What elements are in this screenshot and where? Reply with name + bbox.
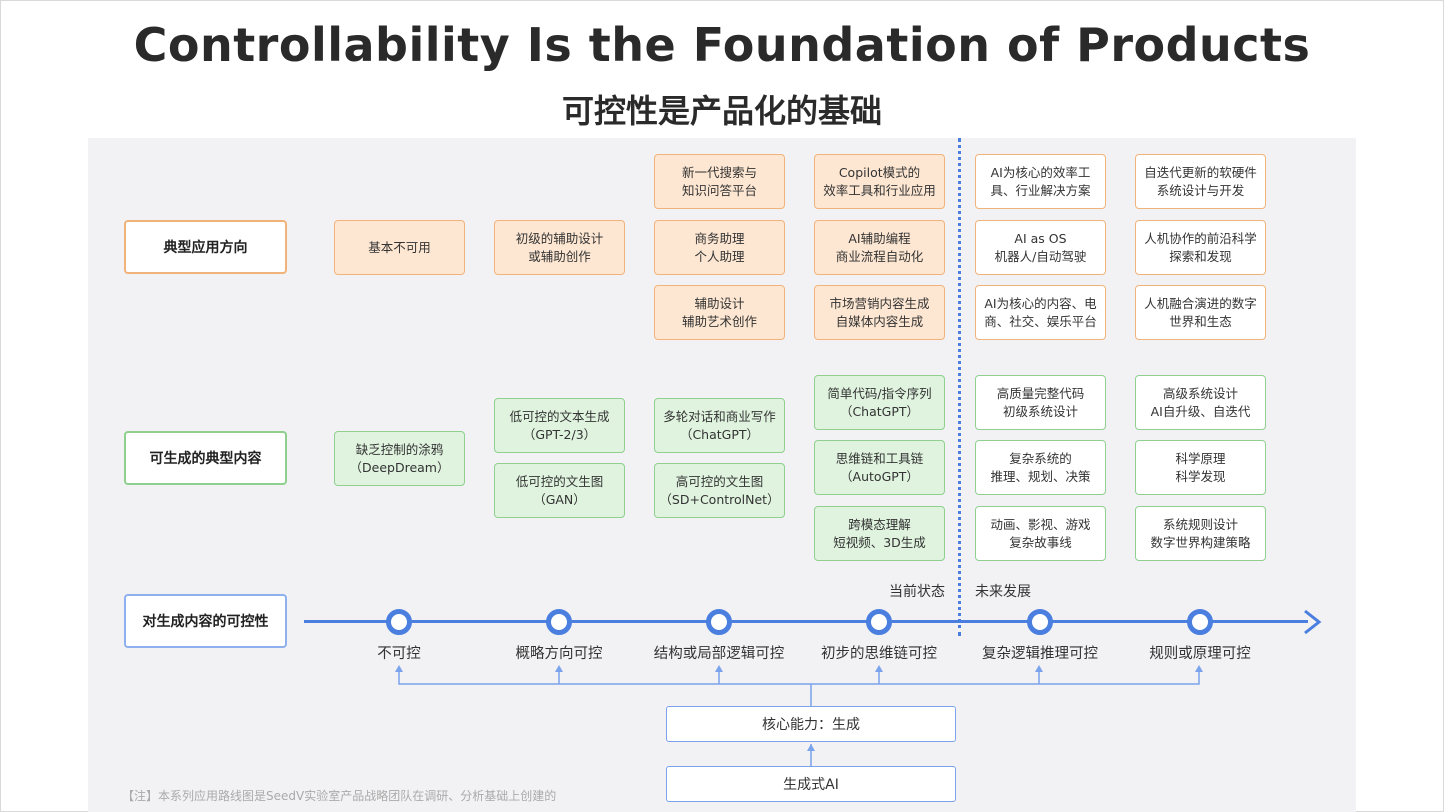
app-box-future: 人机融合演进的数字 世界和生态: [1135, 285, 1266, 340]
content-box: 思维链和工具链 （AutoGPT）: [814, 440, 945, 495]
axis-node: [866, 609, 892, 635]
app-box-future: AI为核心的效率工 具、行业解决方案: [975, 154, 1106, 209]
footnote: 【注】本系列应用路线图是SeedV实验室产品战略团队在调研、分析基础上创建的: [122, 789, 557, 803]
axis-node: [546, 609, 572, 635]
content-box-future: 复杂系统的 推理、规划、决策: [975, 440, 1106, 495]
axis-node: [1187, 609, 1213, 635]
app-box: 新一代搜索与 知识问答平台: [654, 154, 785, 209]
app-box: 辅助设计 辅助艺术创作: [654, 285, 785, 340]
row-label-content: 可生成的典型内容: [124, 431, 287, 485]
axis-node: [386, 609, 412, 635]
page-subtitle: 可控性是产品化的基础: [561, 92, 882, 130]
axis-node-label: 初步的思维链可控: [821, 646, 937, 662]
app-box: AI辅助编程 商业流程自动化: [814, 220, 945, 275]
app-box: 基本不可用: [334, 220, 465, 275]
axis-node: [1027, 609, 1053, 635]
app-box: 市场营销内容生成 自媒体内容生成: [814, 285, 945, 340]
axis-node-label: 复杂逻辑推理可控: [982, 646, 1098, 662]
axis-node-label: 概略方向可控: [515, 646, 603, 662]
axis-node-label: 不可控: [377, 646, 421, 662]
app-box-future: 人机协作的前沿科学 探索和发现: [1135, 220, 1266, 275]
controllability-axis: [304, 620, 1308, 623]
row-label-applications: 典型应用方向: [124, 220, 287, 274]
axis-arrow-icon: [1304, 609, 1322, 635]
app-box-future: 自迭代更新的软硬件 系统设计与开发: [1135, 154, 1266, 209]
content-box: 简单代码/指令序列 （ChatGPT）: [814, 375, 945, 430]
content-box-future: 高级系统设计 AI自升级、自迭代: [1135, 375, 1266, 430]
generative-ai-box: 生成式AI: [666, 766, 956, 802]
content-box: 缺乏控制的涂鸦 （DeepDream）: [334, 431, 465, 486]
app-box: Copilot模式的 效率工具和行业应用: [814, 154, 945, 209]
content-box-future: 系统规则设计 数字世界构建策略: [1135, 506, 1266, 561]
content-box: 低可控的文本生成 （GPT-2/3）: [494, 398, 625, 453]
axis-node-label: 结构或局部逻辑可控: [653, 646, 785, 662]
current-state-label: 当前状态: [889, 584, 945, 600]
content-box: 多轮对话和商业写作 （ChatGPT）: [654, 398, 785, 453]
present-future-divider: [958, 138, 961, 636]
app-box: 初级的辅助设计 或辅助创作: [494, 220, 625, 275]
content-box-future: 高质量完整代码 初级系统设计: [975, 375, 1106, 430]
row-label-controllability: 对生成内容的可控性: [124, 594, 287, 648]
axis-node-label: 规则或原理可控: [1149, 646, 1251, 662]
future-label: 未来发展: [975, 584, 1031, 600]
content-box: 高可控的文生图 （SD+ControlNet）: [654, 463, 785, 518]
app-box-future: AI为核心的内容、电 商、社交、娱乐平台: [975, 285, 1106, 340]
content-box-future: 科学原理 科学发现: [1135, 440, 1266, 495]
content-box-future: 动画、影视、游戏 复杂故事线: [975, 506, 1106, 561]
content-box: 低可控的文生图 （GAN）: [494, 463, 625, 518]
content-box: 跨模态理解 短视频、3D生成: [814, 506, 945, 561]
axis-node: [706, 609, 732, 635]
app-box-future: AI as OS 机器人/自动驾驶: [975, 220, 1106, 275]
core-capability-box: 核心能力：生成: [666, 706, 956, 742]
page-title: Controllability Is the Foundation of Pro…: [133, 18, 1311, 72]
app-box: 商务助理 个人助理: [654, 220, 785, 275]
